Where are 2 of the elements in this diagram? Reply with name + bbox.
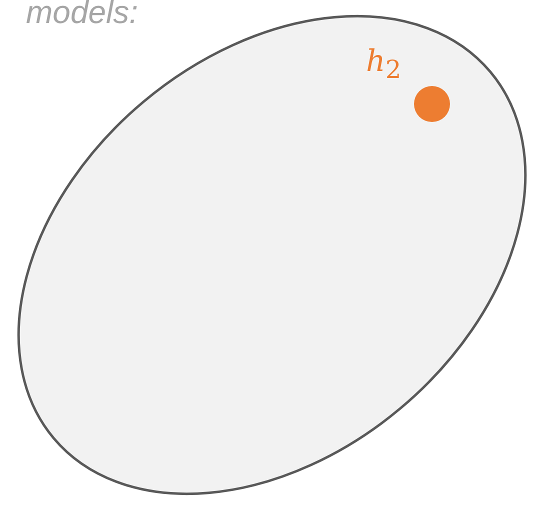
heading-text: models: bbox=[26, 0, 138, 31]
point-label: h$_{2}$ bbox=[366, 44, 402, 85]
